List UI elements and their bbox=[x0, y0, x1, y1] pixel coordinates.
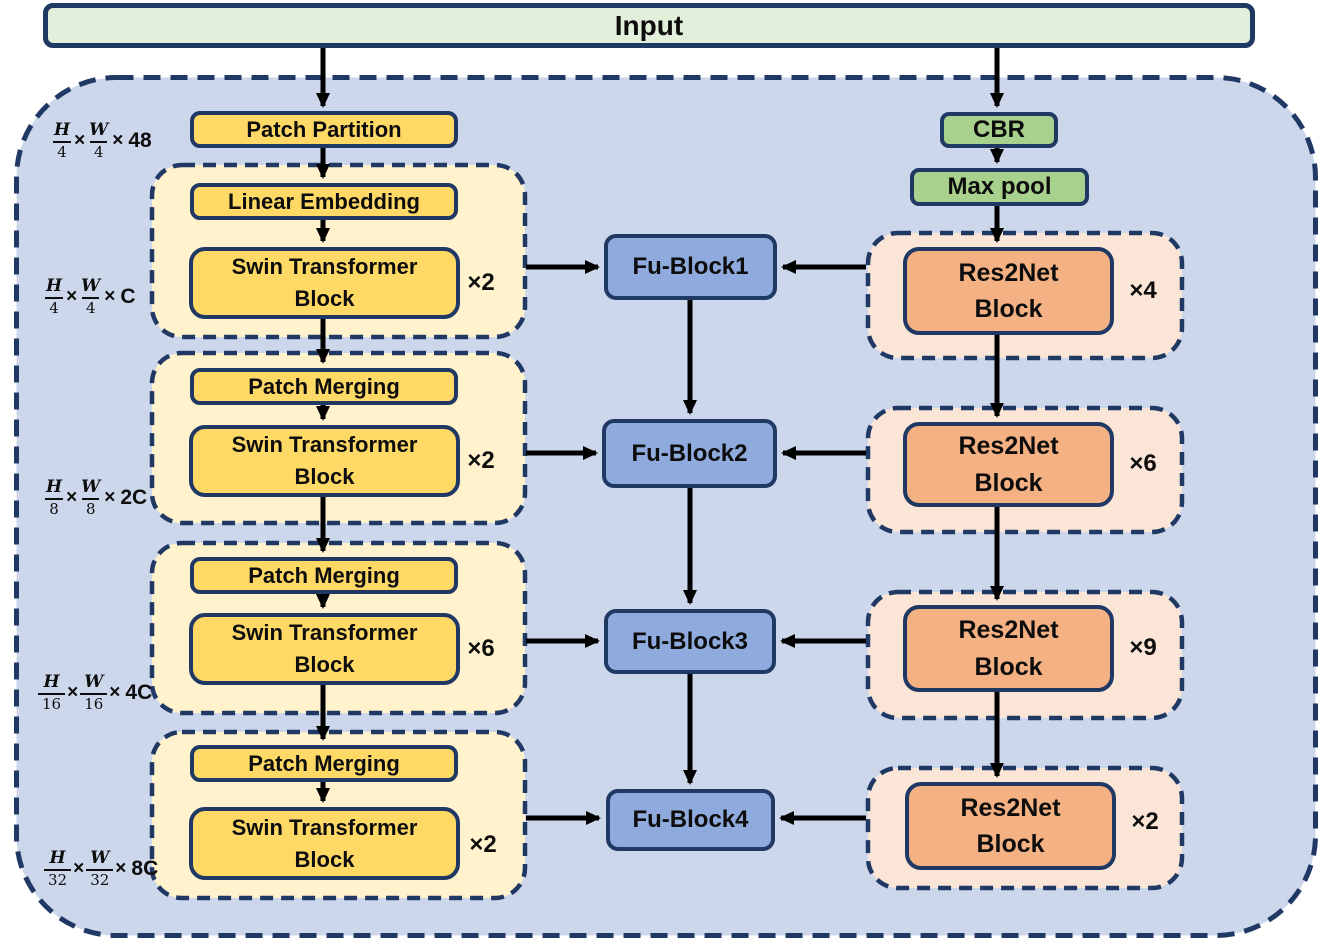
cbr-label: CBR bbox=[973, 116, 1025, 143]
res2net-block-1-label: Res2Net Block bbox=[958, 258, 1059, 323]
channels-label: C bbox=[120, 285, 136, 308]
input-box: Input bbox=[43, 3, 1255, 48]
swin-stage-2-repeat: ×2 bbox=[467, 447, 495, 474]
times-symbol: × bbox=[67, 682, 79, 703]
patch-merging-box-4: Patch Merging bbox=[190, 745, 458, 782]
times-symbol: × bbox=[115, 858, 127, 879]
patch-merging-box-2: Patch Merging bbox=[190, 368, 458, 405]
swin-block-4-label: Swin Transformer Block bbox=[231, 814, 418, 872]
linear-embedding-label: Linear Embedding bbox=[228, 188, 420, 214]
channels-label: 8C bbox=[131, 857, 159, 880]
input-label: Input bbox=[614, 9, 684, 41]
maxpool-box: Max pool bbox=[910, 168, 1089, 206]
times-symbol: × bbox=[112, 130, 124, 151]
res2net-block-3: Res2Net Block bbox=[903, 605, 1114, 692]
patch-partition-box: Patch Partition bbox=[190, 111, 458, 148]
times-symbol: × bbox=[104, 487, 116, 508]
arrow-group bbox=[316, 48, 1004, 825]
fu-block-1-label: Fu-Block1 bbox=[632, 253, 749, 280]
res2net-block-2: Res2Net Block bbox=[903, 422, 1114, 507]
swin-block-3-label: Swin Transformer Block bbox=[231, 620, 418, 677]
fu-block-3-label: Fu-Block3 bbox=[631, 627, 748, 655]
channels-label: 48 bbox=[128, 129, 152, 152]
swin-transformer-block-2: Swin Transformer Block bbox=[189, 425, 460, 497]
maxpool-label: Max pool bbox=[947, 173, 1052, 200]
fu-block-2: Fu-Block2 bbox=[602, 419, 777, 488]
swin-transformer-block-3: Swin Transformer Block bbox=[189, 613, 460, 685]
fu-block-1: Fu-Block1 bbox=[604, 234, 777, 300]
patch-merging-3-label: Patch Merging bbox=[248, 562, 400, 588]
times-symbol: × bbox=[109, 682, 121, 703]
times-symbol: × bbox=[66, 487, 78, 508]
res2net-stage-2-repeat: ×6 bbox=[1129, 450, 1157, 477]
patch-merging-4-label: Patch Merging bbox=[248, 750, 400, 776]
patch-merging-box-3: Patch Merging bbox=[190, 557, 458, 594]
swin-stage-1-repeat: ×2 bbox=[467, 269, 495, 296]
res2net-block-3-label: Res2Net Block bbox=[958, 616, 1059, 681]
times-symbol: × bbox=[104, 286, 116, 307]
swin-stage-3-repeat: ×6 bbox=[467, 635, 495, 662]
patch-merging-2-label: Patch Merging bbox=[248, 373, 400, 399]
linear-embedding-box: Linear Embedding bbox=[190, 183, 458, 220]
res2net-block-4-label: Res2Net Block bbox=[960, 793, 1061, 858]
swin-transformer-block-1: Swin Transformer Block bbox=[189, 247, 460, 319]
swin-transformer-block-4: Swin Transformer Block bbox=[189, 807, 460, 880]
times-symbol: × bbox=[66, 286, 78, 307]
res2net-block-4: Res2Net Block bbox=[905, 782, 1116, 870]
res2net-stage-3-repeat: ×9 bbox=[1129, 634, 1157, 661]
channels-label: 4C bbox=[125, 681, 153, 704]
fu-block-3: Fu-Block3 bbox=[604, 609, 776, 674]
fu-block-2-label: Fu-Block2 bbox=[631, 439, 748, 467]
swin-stage-4-repeat: ×2 bbox=[469, 831, 497, 858]
res2net-block-1: Res2Net Block bbox=[903, 247, 1114, 335]
cbr-box: CBR bbox=[940, 112, 1058, 148]
times-symbol: × bbox=[73, 858, 85, 879]
fu-block-4-label: Fu-Block4 bbox=[632, 806, 749, 833]
res2net-stage-1-repeat: ×4 bbox=[1129, 277, 1157, 304]
fu-block-4: Fu-Block4 bbox=[606, 789, 775, 851]
swin-block-2-label: Swin Transformer Block bbox=[231, 432, 418, 489]
res2net-stage-4-repeat: ×2 bbox=[1131, 808, 1159, 835]
times-symbol: × bbox=[74, 130, 86, 151]
patch-partition-label: Patch Partition bbox=[246, 116, 402, 142]
swin-block-1-label: Swin Transformer Block bbox=[231, 254, 418, 311]
channels-label: 2C bbox=[120, 486, 148, 509]
res2net-block-2-label: Res2Net Block bbox=[958, 432, 1059, 497]
